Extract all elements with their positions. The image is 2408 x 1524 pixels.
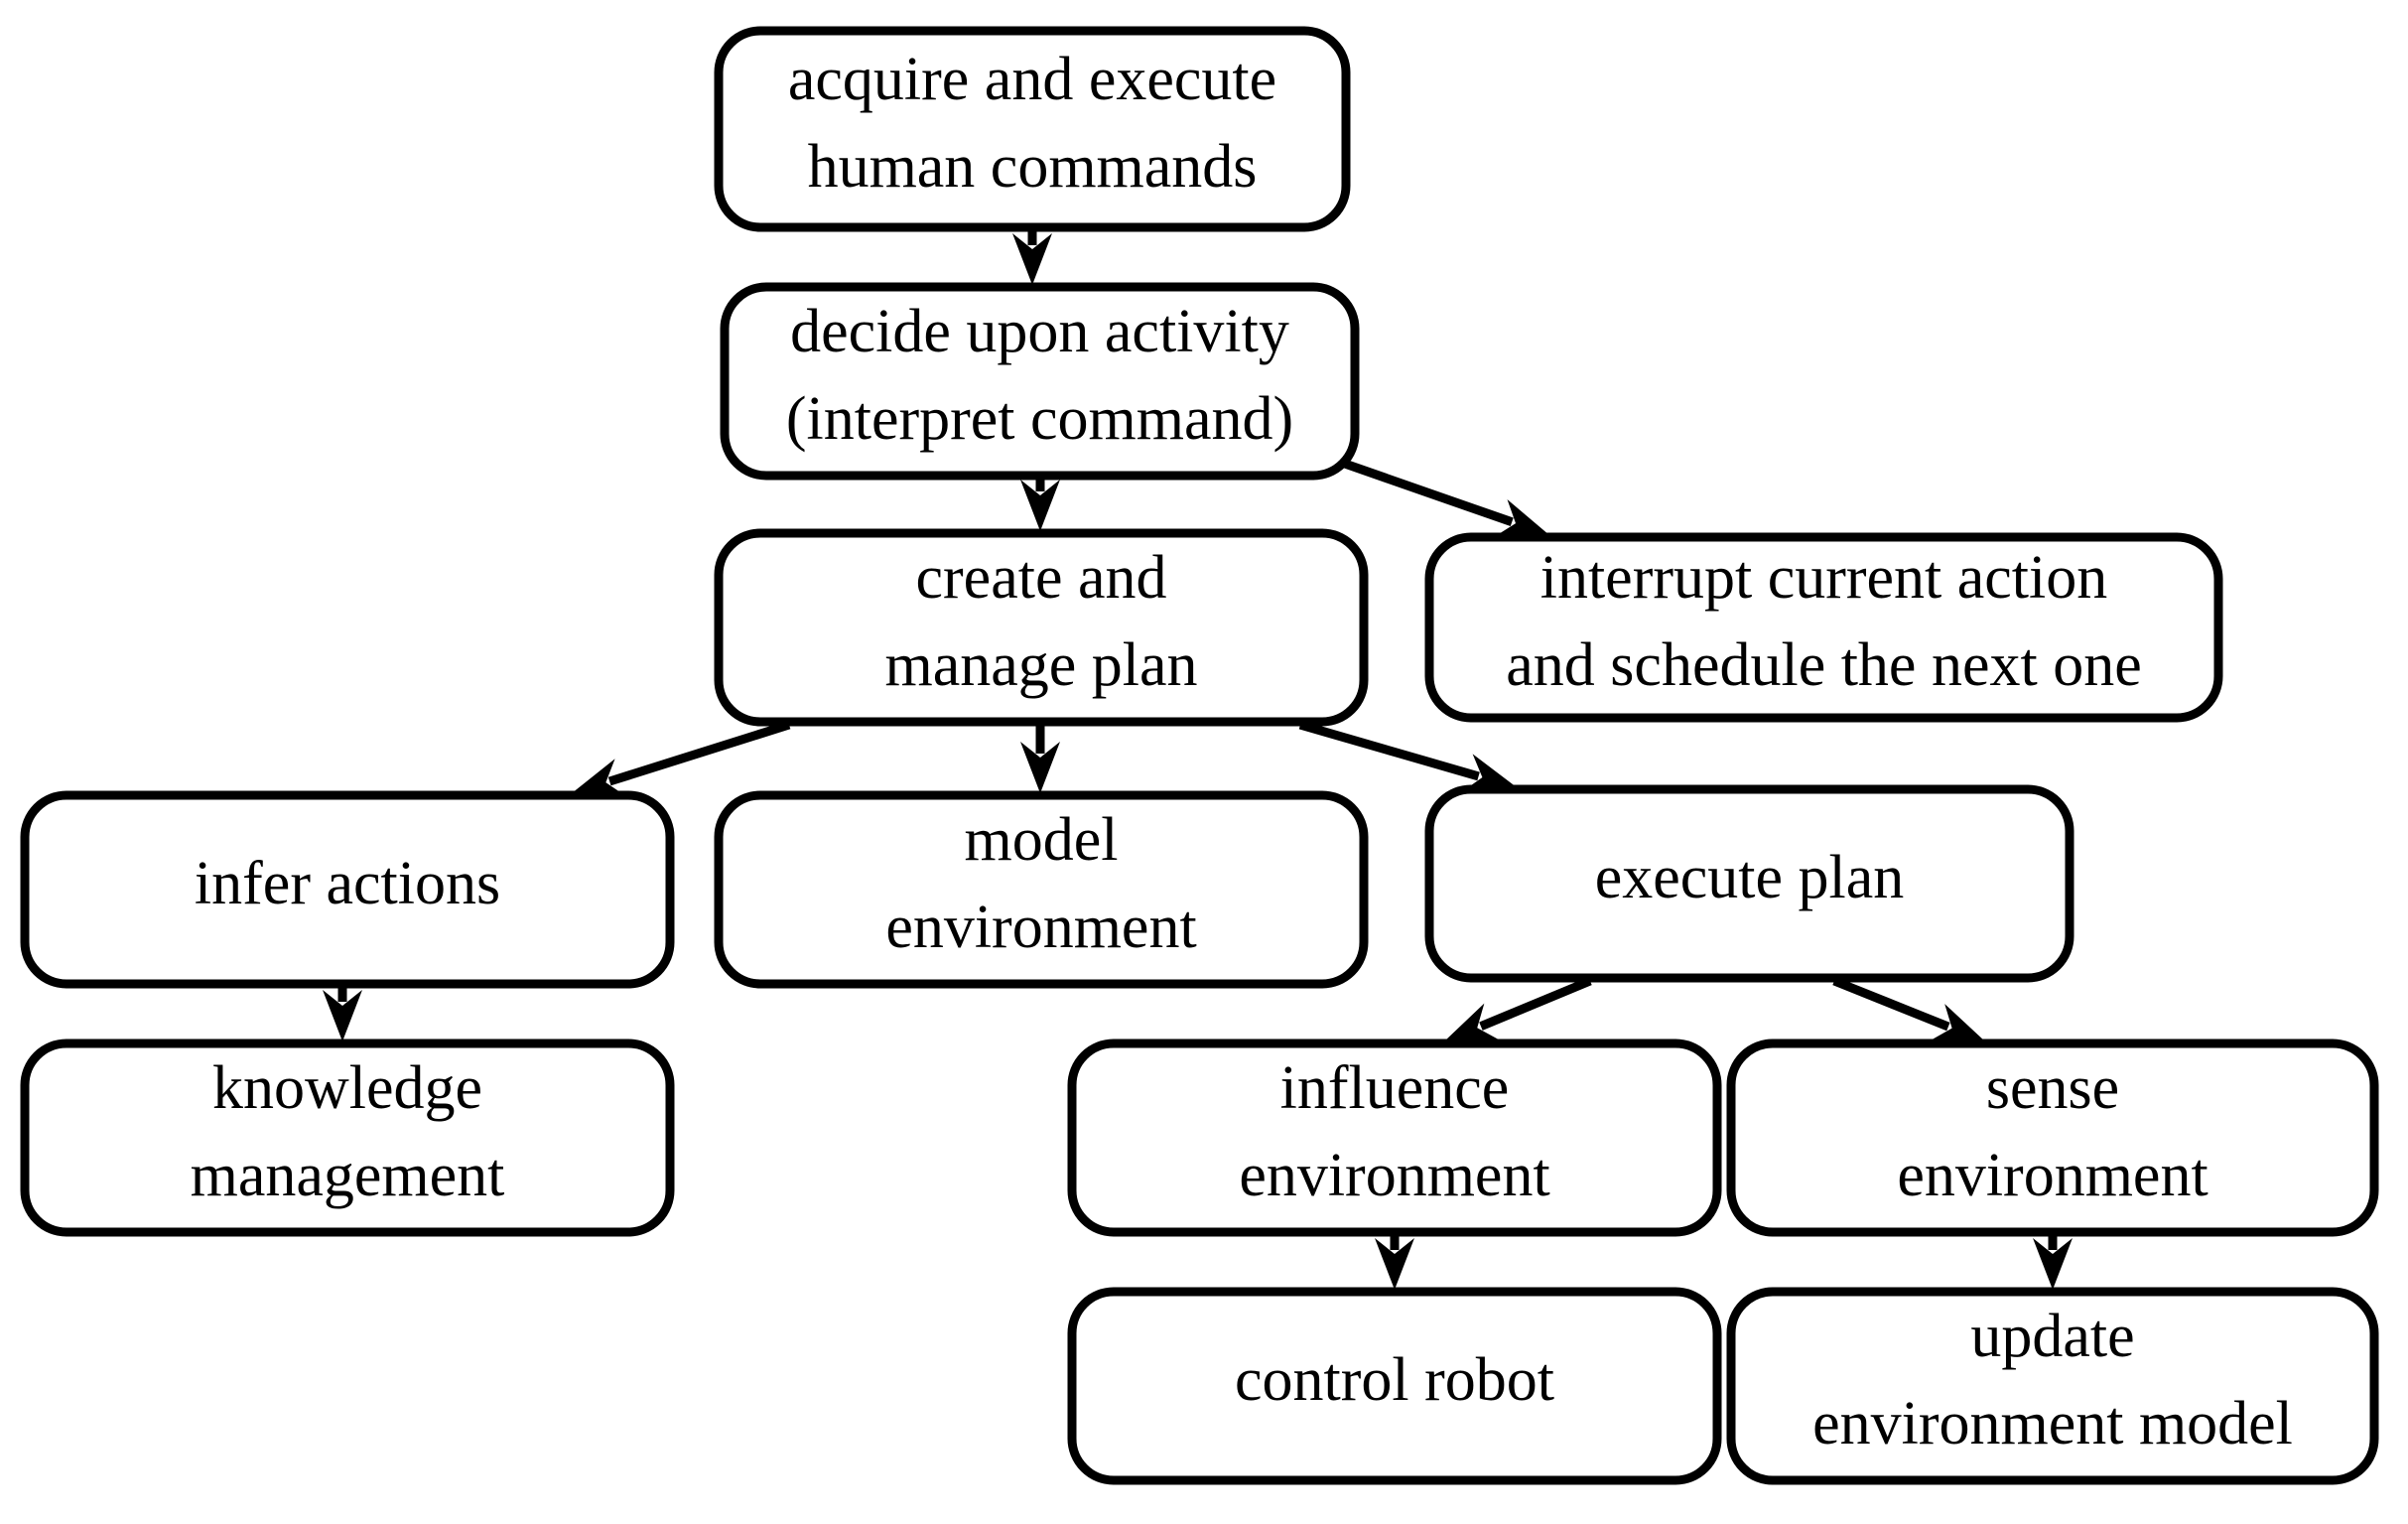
arrow-head-icon xyxy=(1494,498,1549,537)
node-box[interactable] xyxy=(720,282,1360,481)
node-label-line: environment xyxy=(885,894,1196,961)
node-acquire-and-execute-human-commands[interactable]: acquire and execute human commands xyxy=(714,26,1351,232)
node-label-line: model xyxy=(965,806,1119,874)
node-label-line: environment xyxy=(1897,1142,2207,1209)
node-box[interactable] xyxy=(1726,1287,2379,1485)
node-box[interactable] xyxy=(1067,1287,1722,1485)
arrow-head-icon xyxy=(1444,1003,1500,1041)
edge-sense-environment-to-update-environment-model xyxy=(2033,1235,2073,1290)
node-model-environment[interactable]: model environment xyxy=(714,790,1369,989)
edge-line xyxy=(607,720,791,786)
edge-execute-plan-to-influence-environment xyxy=(1444,976,1592,1041)
node-interrupt-current-action[interactable]: interrupt current action and schedule the… xyxy=(1424,532,2223,723)
arrow-head-icon xyxy=(1020,480,1060,531)
arrow-head-icon xyxy=(323,990,362,1041)
arrow-head-icon xyxy=(1461,754,1517,792)
arrow-head-icon xyxy=(1020,742,1060,793)
node-label-line: human commands xyxy=(808,133,1258,201)
node-box[interactable] xyxy=(714,26,1351,232)
edge-line xyxy=(1298,720,1480,781)
node-label-line: influence xyxy=(1280,1054,1510,1122)
node-sense-environment[interactable]: sense environment xyxy=(1726,1039,2379,1237)
node-label-line: environment model xyxy=(1812,1390,2293,1457)
edge-acquire-and-execute-human-commands-to-decide-upon-activity xyxy=(1012,230,1052,285)
edge-line xyxy=(1479,976,1592,1031)
node-create-and-manage-plan[interactable]: create and manage plan xyxy=(714,528,1369,727)
arrow-head-icon xyxy=(1012,233,1052,285)
node-label-line: manage plan xyxy=(884,631,1197,699)
node-label-line: sense xyxy=(1986,1054,2119,1122)
edge-create-and-manage-plan-to-infer-actions xyxy=(572,720,791,797)
node-infer-actions[interactable]: infer actions xyxy=(20,790,675,989)
arrow-head-icon xyxy=(2033,1238,2073,1290)
arrow-head-icon xyxy=(1375,1238,1414,1290)
node-label-line: and schedule the next one xyxy=(1506,631,2141,699)
node-label-line: (interpret command) xyxy=(786,385,1293,453)
node-box[interactable] xyxy=(1424,784,2074,983)
node-knowledge-management[interactable]: knowledge management xyxy=(20,1039,675,1237)
edge-create-and-manage-plan-to-execute-plan xyxy=(1298,720,1517,792)
node-label-line: update xyxy=(1970,1303,2134,1370)
node-box[interactable] xyxy=(714,790,1369,989)
node-box[interactable] xyxy=(714,528,1369,727)
edge-decide-upon-activity-to-create-and-manage-plan xyxy=(1020,479,1060,531)
node-label-line: management xyxy=(191,1142,505,1209)
edge-execute-plan-to-sense-environment xyxy=(1832,976,1985,1041)
node-label-line: knowledge xyxy=(212,1054,482,1122)
node-label-line: create and xyxy=(916,544,1167,612)
node-label-line: acquire and execute xyxy=(788,46,1276,113)
node-label-line: environment xyxy=(1239,1142,1549,1209)
node-box[interactable] xyxy=(20,790,675,989)
node-label-line: execute plan xyxy=(1595,844,1905,911)
arrow-head-icon xyxy=(1930,1004,1985,1041)
node-label-line: infer actions xyxy=(195,850,500,917)
node-box[interactable] xyxy=(1424,532,2223,723)
edge-decide-upon-activity-to-interrupt-current-action xyxy=(1340,458,1549,537)
node-control-robot[interactable]: control robot xyxy=(1067,1287,1722,1485)
node-label-line: interrupt current action xyxy=(1540,544,2108,612)
node-label-line: decide upon activity xyxy=(790,298,1289,365)
edge-line xyxy=(1340,458,1514,527)
edge-infer-actions-to-knowledge-management xyxy=(323,987,362,1041)
edge-influence-environment-to-control-robot xyxy=(1375,1235,1414,1290)
node-execute-plan[interactable]: execute plan xyxy=(1424,784,2074,983)
arrow-head-icon xyxy=(572,759,627,797)
node-update-environment-model[interactable]: update environment model xyxy=(1726,1287,2379,1485)
node-box[interactable] xyxy=(1726,1039,2379,1237)
node-influence-environment[interactable]: influence environment xyxy=(1067,1039,1722,1237)
node-label-line: control robot xyxy=(1235,1346,1554,1414)
node-box[interactable] xyxy=(1067,1039,1722,1237)
node-box[interactable] xyxy=(20,1039,675,1237)
edge-line xyxy=(1832,976,1950,1032)
node-decide-upon-activity[interactable]: decide upon activity (interpret command) xyxy=(720,282,1360,481)
edge-create-and-manage-plan-to-model-environment xyxy=(1020,725,1060,793)
